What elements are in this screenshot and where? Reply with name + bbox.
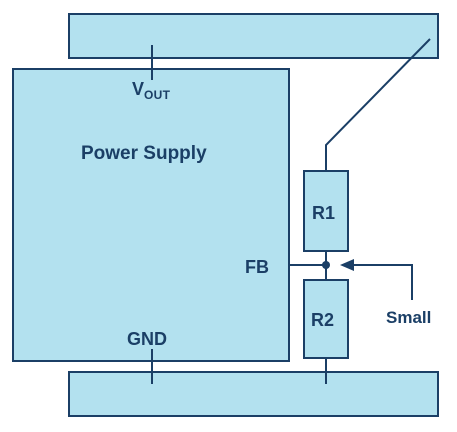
r1-top-wire bbox=[325, 38, 431, 171]
power-supply-block bbox=[12, 68, 290, 362]
vout-pin-label: VOUT bbox=[132, 79, 171, 102]
annotation-leader bbox=[352, 264, 413, 300]
bottom-rail bbox=[68, 371, 439, 417]
resistor-r1 bbox=[303, 170, 349, 252]
vout-main-text: V bbox=[132, 79, 145, 99]
r2-label: R2 bbox=[311, 310, 335, 330]
fb-pin-label: FB bbox=[245, 257, 269, 277]
annotation-arrowhead bbox=[340, 259, 354, 271]
annotation-label: Small bbox=[386, 308, 432, 327]
gnd-pin-label: GND bbox=[127, 329, 167, 349]
block-title: Power Supply bbox=[81, 143, 207, 164]
r1-label: R1 bbox=[312, 203, 336, 223]
fb-node-dot bbox=[322, 261, 330, 269]
top-rail bbox=[68, 13, 439, 59]
vout-subscript-text: OUT bbox=[144, 88, 171, 102]
